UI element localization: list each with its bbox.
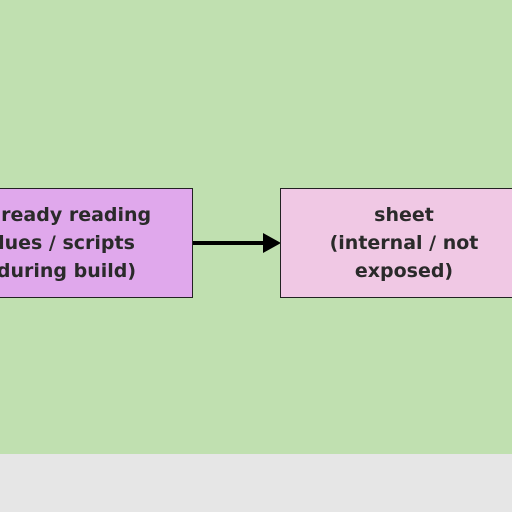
diagram-canvas: already reading lues / scripts during bu… bbox=[0, 0, 512, 454]
diagram-node-build-reading: already reading lues / scripts during bu… bbox=[0, 188, 193, 298]
footer-bar bbox=[0, 454, 512, 512]
diagram-edge-arrow bbox=[193, 233, 281, 253]
node-label-build-reading: already reading lues / scripts during bu… bbox=[0, 204, 152, 282]
arrowhead-icon bbox=[263, 233, 281, 253]
node-label-sheet: sheet (internal / not exposed) bbox=[329, 204, 479, 282]
diagram-node-sheet: sheet (internal / not exposed) bbox=[280, 188, 512, 298]
